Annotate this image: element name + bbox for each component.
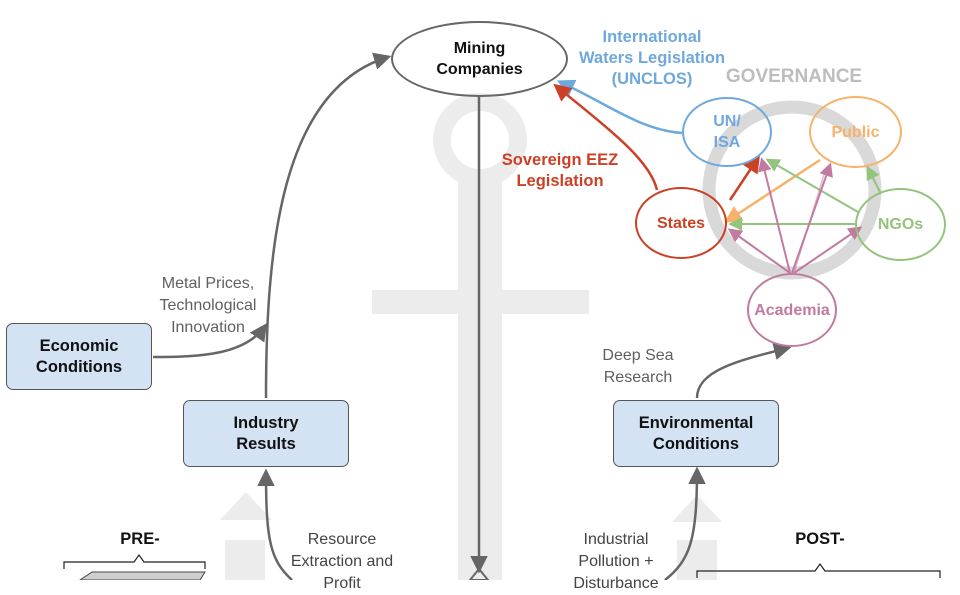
mining-companies-node: Mining Companies	[391, 21, 568, 97]
metal-line2: Technological	[159, 297, 257, 314]
unisa-line2: ISA	[713, 134, 741, 151]
environmental-line2: Conditions	[652, 434, 740, 453]
unisa-line1: UN/	[713, 113, 741, 130]
resource-up-arrow	[257, 468, 293, 580]
resource-line3: Profit	[323, 575, 361, 592]
industry-to-mining-arrow	[264, 52, 392, 399]
public-node: Public	[809, 96, 902, 168]
deep-sea-research-label: Deep Sea Research	[598, 345, 678, 389]
pollution-line3: Disturbance	[573, 575, 659, 592]
public-to-states-arrow	[724, 158, 821, 223]
watermark-left-head	[220, 492, 272, 520]
unclos-line3: (UNCLOS)	[611, 70, 693, 88]
states-node: States	[635, 187, 727, 259]
post-heading: POST-	[795, 530, 845, 548]
pre-heading: PRE-	[120, 530, 160, 548]
unclos-label: International Waters Legislation (UNCLOS…	[566, 27, 738, 90]
unclos-line1: International	[602, 28, 702, 46]
states-to-mining-arrow	[553, 83, 659, 191]
pollution-line2: Pollution +	[578, 553, 654, 570]
deepsea-line1: Deep Sea	[602, 347, 674, 364]
academia-to-states-arrow	[727, 228, 791, 274]
ngos-to-unisa-arrow	[765, 158, 859, 213]
industrial-pollution-label: Industrial Pollution + Disturbance	[562, 529, 670, 595]
metal-line3: Innovation	[171, 319, 245, 336]
resource-line1: Resource	[307, 531, 377, 548]
sovereign-line2: Legislation	[516, 172, 604, 190]
economic-to-industry-arrow	[152, 323, 267, 359]
industry-line2: Results	[236, 434, 296, 453]
env-to-academia-arrow	[695, 342, 792, 399]
environmental-line1: Environmental	[638, 413, 754, 432]
pollution-up-arrow	[664, 466, 706, 580]
economic-conditions-box: Economic Conditions	[6, 323, 152, 390]
sovereign-line1: Sovereign EEZ	[501, 151, 619, 169]
ngos-node: NGOs	[855, 188, 946, 261]
public-academia-link	[793, 167, 827, 274]
metal-prices-label: Metal Prices, Technological Innovation	[148, 273, 268, 339]
ngos-to-public-arrow	[866, 165, 881, 193]
economic-line2: Conditions	[35, 357, 123, 376]
sovereign-label: Sovereign EEZ Legislation	[492, 150, 628, 192]
industry-line1: Industry	[233, 413, 299, 432]
environmental-conditions-box: Environmental Conditions	[613, 400, 779, 467]
states-to-unisa-arrow	[728, 155, 760, 201]
metal-line1: Metal Prices,	[161, 275, 255, 292]
governance-title: GOVERNANCE	[725, 66, 863, 87]
unclos-line2: Waters Legislation	[578, 49, 726, 67]
economic-line1: Economic	[39, 336, 119, 355]
mining-line1: Mining	[453, 40, 506, 57]
pollution-line1: Industrial	[583, 531, 649, 548]
resource-line2: Extraction and	[290, 553, 394, 570]
industry-results-box: Industry Results	[183, 400, 349, 467]
unisa-to-mining-arrow	[556, 79, 683, 135]
post-bracket	[696, 562, 941, 578]
deepsea-line2: Research	[603, 369, 673, 386]
pre-slab	[79, 571, 206, 580]
academia-node: Academia	[747, 273, 837, 347]
academia-to-unisa-arrow	[757, 157, 791, 274]
unisa-node: UN/ ISA	[682, 97, 772, 167]
resource-extraction-label: Resource Extraction and Profit	[280, 529, 404, 595]
mining-line2: Companies	[436, 61, 523, 78]
anchor-diamond	[468, 567, 490, 580]
pre-bracket	[63, 553, 206, 569]
academia-to-ngos-arrow	[793, 226, 863, 274]
